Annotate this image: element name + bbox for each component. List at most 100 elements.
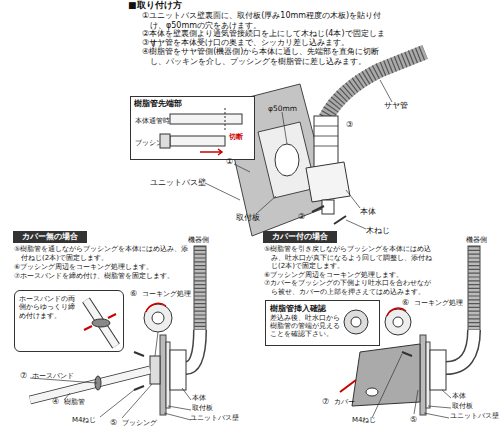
step-text: ④樹脂管をサヤ管側(機器側)から本体に通し、先端部を直角に切断し、パッキンを介し… xyxy=(142,47,392,66)
step-text: ⑦カバーをブッシングの下側より吐水口を合わせながら被せ、カバーの上部を押さえては… xyxy=(264,279,434,296)
title: ■取り付け方 xyxy=(128,0,182,11)
leader-line xyxy=(372,354,402,418)
part-label: ユニットバス壁 xyxy=(450,413,499,421)
part-label: M4ねじ xyxy=(352,416,377,424)
elbow-outline xyxy=(186,330,200,368)
part-label: ⑥ xyxy=(130,289,137,299)
leader-line xyxy=(168,406,191,410)
box-heading: ホースバンドの両側からゆっくり締め付けます。 xyxy=(19,295,81,320)
step-text: ⑥ブッシング周辺をコーキング処理します。 xyxy=(264,271,434,280)
cover xyxy=(352,344,420,406)
detail-circle xyxy=(385,309,411,335)
body-flange xyxy=(306,162,350,202)
detail-bushing xyxy=(152,312,164,324)
leader-line xyxy=(122,384,152,418)
box-heading: カバー付の場合 xyxy=(263,232,337,242)
bath-wall xyxy=(420,335,426,415)
leader-line xyxy=(205,183,240,200)
bushing xyxy=(150,356,160,384)
part-label: ⑤ xyxy=(410,415,417,425)
elbow xyxy=(446,330,474,368)
equipment-pipe xyxy=(468,246,480,332)
inset-box: 樹脂管挿入確認差込み後、吐水口から樹脂管の管端が見えることを確認下さい。 xyxy=(265,300,380,346)
leader-line xyxy=(234,164,250,172)
part-label: 機器側 xyxy=(188,236,209,244)
box-text: 差込み後、吐水口から樹脂管の管端が見えることを確認下さい。 xyxy=(270,315,342,338)
part-label: ⑥ xyxy=(402,298,409,308)
box-heading: 樹脂管挿入確認 xyxy=(270,304,350,313)
part-label: 取付板 xyxy=(236,213,260,222)
part-label: 機器側 xyxy=(466,236,487,244)
mounting-plate xyxy=(258,122,316,198)
elbow-outline xyxy=(446,330,474,368)
equipment-pipe xyxy=(194,246,206,332)
box-heading: カバー無の場合 xyxy=(13,232,87,242)
pipe xyxy=(86,300,116,346)
part-label: ② xyxy=(298,212,305,222)
leader-line xyxy=(346,190,360,208)
equipment-pipe-ribs xyxy=(194,246,206,332)
leader-line xyxy=(164,413,191,420)
part-label: 取付板 xyxy=(452,403,473,411)
box-text: 本体通管時 xyxy=(135,117,205,125)
leader-line xyxy=(100,390,134,417)
part-label: ユニットバス壁 xyxy=(150,178,206,187)
part-label: ③ xyxy=(346,120,353,130)
part-label: 本体 xyxy=(192,395,206,403)
bath-wall xyxy=(160,335,166,415)
caulk-arrow xyxy=(387,308,406,316)
part-label: サヤ管 xyxy=(384,101,408,110)
step-text: ⑥ブッシング周辺をコーキング処理します。 xyxy=(14,263,189,272)
part-label: φ50mm xyxy=(268,104,297,113)
tighten-arrow xyxy=(84,314,116,330)
body-rib xyxy=(314,136,338,137)
section-header: カバー付の場合 xyxy=(263,231,337,243)
elbow xyxy=(186,330,200,368)
spout xyxy=(366,388,378,396)
body xyxy=(170,350,186,390)
part-label: 本体 xyxy=(452,393,466,401)
leader-line xyxy=(424,413,449,418)
part-label: 取付板 xyxy=(192,405,213,413)
leader-line xyxy=(182,388,191,400)
caulk-arrow xyxy=(146,303,166,312)
part-label: 本体 xyxy=(360,207,376,216)
pipe-end-view xyxy=(351,317,361,327)
part-label: 木ねじ xyxy=(366,226,390,235)
wood-screw xyxy=(312,206,324,212)
detail-bushing xyxy=(393,317,403,327)
resin-pipe xyxy=(30,370,150,400)
part-label: ⑦ xyxy=(20,371,27,381)
part-label: ④ xyxy=(52,397,59,407)
cover-arrow xyxy=(340,380,356,392)
part-label: ホースバンド xyxy=(32,372,74,380)
leader-line xyxy=(428,406,451,408)
wood-screw xyxy=(334,216,346,224)
leader-line xyxy=(380,80,392,102)
step-text: ⑤樹脂管を引き戻しながらブッシングを本体にはめ込み、吐水口が真下になるよう回して… xyxy=(264,245,434,271)
leader-line xyxy=(346,220,366,229)
part-label: M4ねじ xyxy=(72,416,97,424)
section-header: カバー無の場合 xyxy=(13,231,87,243)
step-text: ⑤樹脂管を通しながらブッシングを本体にはめ込み、添付ねじ(2本)で固定します。 xyxy=(14,245,189,262)
leader-line xyxy=(414,390,418,414)
part-label: コーキング処理 xyxy=(142,290,191,298)
body-rib xyxy=(314,126,338,127)
pipe xyxy=(86,300,116,346)
part-label: ⑦ xyxy=(322,397,329,407)
body xyxy=(430,350,446,390)
spout-view xyxy=(344,310,368,334)
detail-circle xyxy=(144,304,172,332)
part-label: ブッシング xyxy=(122,419,157,427)
box-text: 切断 xyxy=(229,133,253,141)
part-label: 樹脂管 xyxy=(64,398,85,406)
box-text: ブッシング挿入時 xyxy=(135,139,207,147)
step-text: ⑦ホースバンドを締め付け、樹脂管を固定します。 xyxy=(14,272,189,281)
equipment-pipe-ribs xyxy=(468,246,480,332)
part-label: コーキング処理 xyxy=(414,299,463,307)
m4-screw xyxy=(134,352,144,356)
hose-band xyxy=(92,319,110,327)
body-rib xyxy=(314,146,338,147)
box-heading: 樹脂管先端部 xyxy=(134,99,252,109)
